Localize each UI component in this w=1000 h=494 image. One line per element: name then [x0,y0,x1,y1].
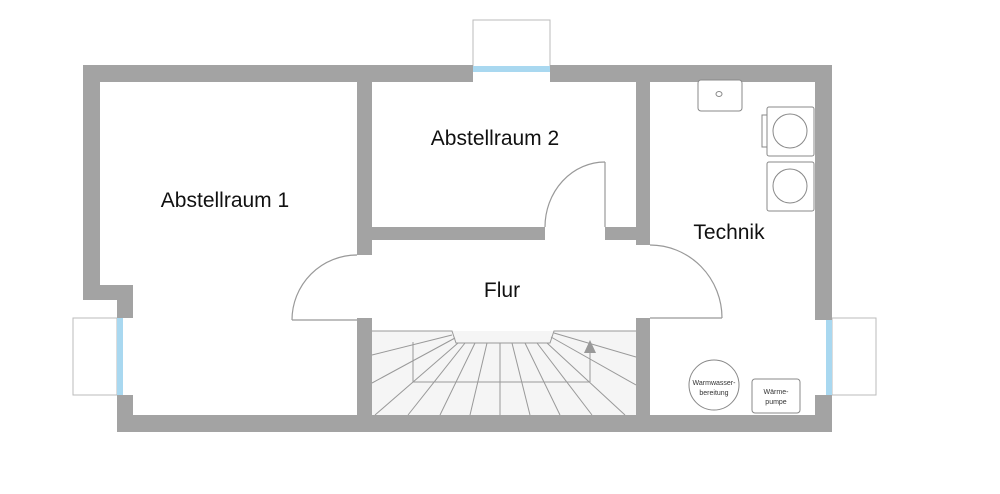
walls [83,65,832,432]
waermepumpe-label-1: Wärme- [764,389,790,396]
room-label-abstellraum1: Abstellraum 1 [161,189,289,212]
washing-machine [761,106,815,157]
window-top [473,66,550,72]
window-bay-top [472,19,551,68]
warmwasser-label-2: bereitung [699,390,728,397]
window-bay-right [831,317,877,396]
warmwasser-label-1: Warmwasser- [693,380,737,387]
room-label-technik: Technik [693,221,765,244]
window-right [826,320,832,395]
door-abstellraum2[interactable] [544,161,606,228]
window-bay-left [72,317,118,396]
room-label-abstellraum2: Abstellraum 2 [431,127,559,150]
sink [697,79,743,112]
door-abstellraum1[interactable] [291,254,358,321]
stair-direction-arrow-icon [584,340,596,353]
staircase [371,330,637,416]
waermepumpe-label-2: pumpe [765,399,787,406]
room-label-flur: Flur [484,279,520,302]
dryer [766,161,815,212]
waermepumpe: Wärme- pumpe [751,378,801,414]
warmwasser-tank: Warmwasser- bereitung [688,359,740,411]
window-left [117,318,123,395]
door-technik[interactable] [649,244,723,319]
